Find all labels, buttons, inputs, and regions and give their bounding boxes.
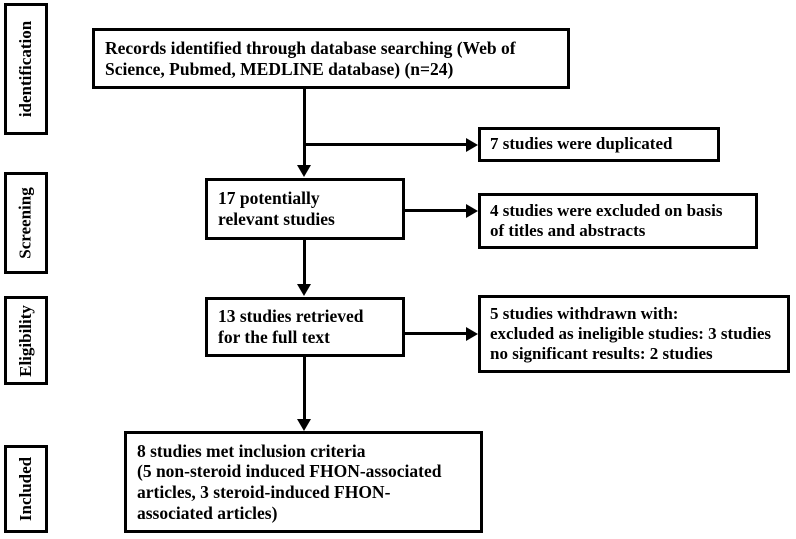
connector-records-to-duplicated-line (303, 143, 467, 146)
node-potentially-relevant-studies: 17 potentially relevant studies (205, 178, 405, 240)
stage-label-eligibility: Eligibility (4, 296, 48, 385)
connector-records-to-potential-arrowhead (297, 165, 311, 177)
node-studies-met-inclusion-criteria: 8 studies met inclusion criteria (5 non-… (124, 431, 483, 533)
connector-potential-to-excluded-line (405, 209, 467, 212)
node-studies-duplicated: 7 studies were duplicated (478, 127, 720, 162)
node-potentially-relevant-studies-text: 17 potentially relevant studies (218, 188, 335, 229)
node-records-identified: Records identified through database sear… (92, 28, 570, 89)
connector-retrieved-to-withdrawn-arrowhead (466, 327, 478, 341)
connector-potential-to-retrieved-line (303, 240, 306, 286)
connector-potential-to-excluded-arrowhead (466, 204, 478, 218)
node-studies-excluded-titles-abstracts: 4 studies were excluded on basis of titl… (478, 193, 758, 249)
stage-label-included: Included (4, 445, 48, 533)
stage-label-screening-text: Screening (16, 187, 35, 259)
node-studies-withdrawn: 5 studies withdrawn with: excluded as in… (478, 295, 790, 373)
connector-retrieved-to-included-line (303, 357, 306, 421)
stage-label-eligibility-text: Eligibility (16, 304, 36, 377)
node-records-identified-text: Records identified through database sear… (105, 37, 516, 79)
node-studies-retrieved-full-text-text: 13 studies retrieved for the full text (218, 306, 364, 347)
node-studies-withdrawn-text: 5 studies withdrawn with: excluded as in… (490, 303, 772, 364)
stage-label-included-text: Included (16, 456, 35, 522)
node-studies-duplicated-text: 7 studies were duplicated (490, 134, 673, 154)
connector-records-to-duplicated-arrowhead (466, 138, 478, 152)
connector-records-to-potential-line (303, 89, 306, 167)
node-studies-excluded-titles-abstracts-text: 4 studies were excluded on basis of titl… (490, 200, 723, 240)
stage-label-identification-text: identification (16, 20, 35, 118)
node-studies-met-inclusion-criteria-text: 8 studies met inclusion criteria (5 non-… (137, 440, 442, 523)
stage-label-identification: identification (4, 3, 48, 135)
connector-retrieved-to-included-arrowhead (297, 419, 311, 431)
node-studies-retrieved-full-text: 13 studies retrieved for the full text (205, 297, 405, 357)
connector-potential-to-retrieved-arrowhead (297, 284, 311, 296)
stage-label-screening: Screening (4, 172, 48, 274)
connector-retrieved-to-withdrawn-line (405, 332, 467, 335)
